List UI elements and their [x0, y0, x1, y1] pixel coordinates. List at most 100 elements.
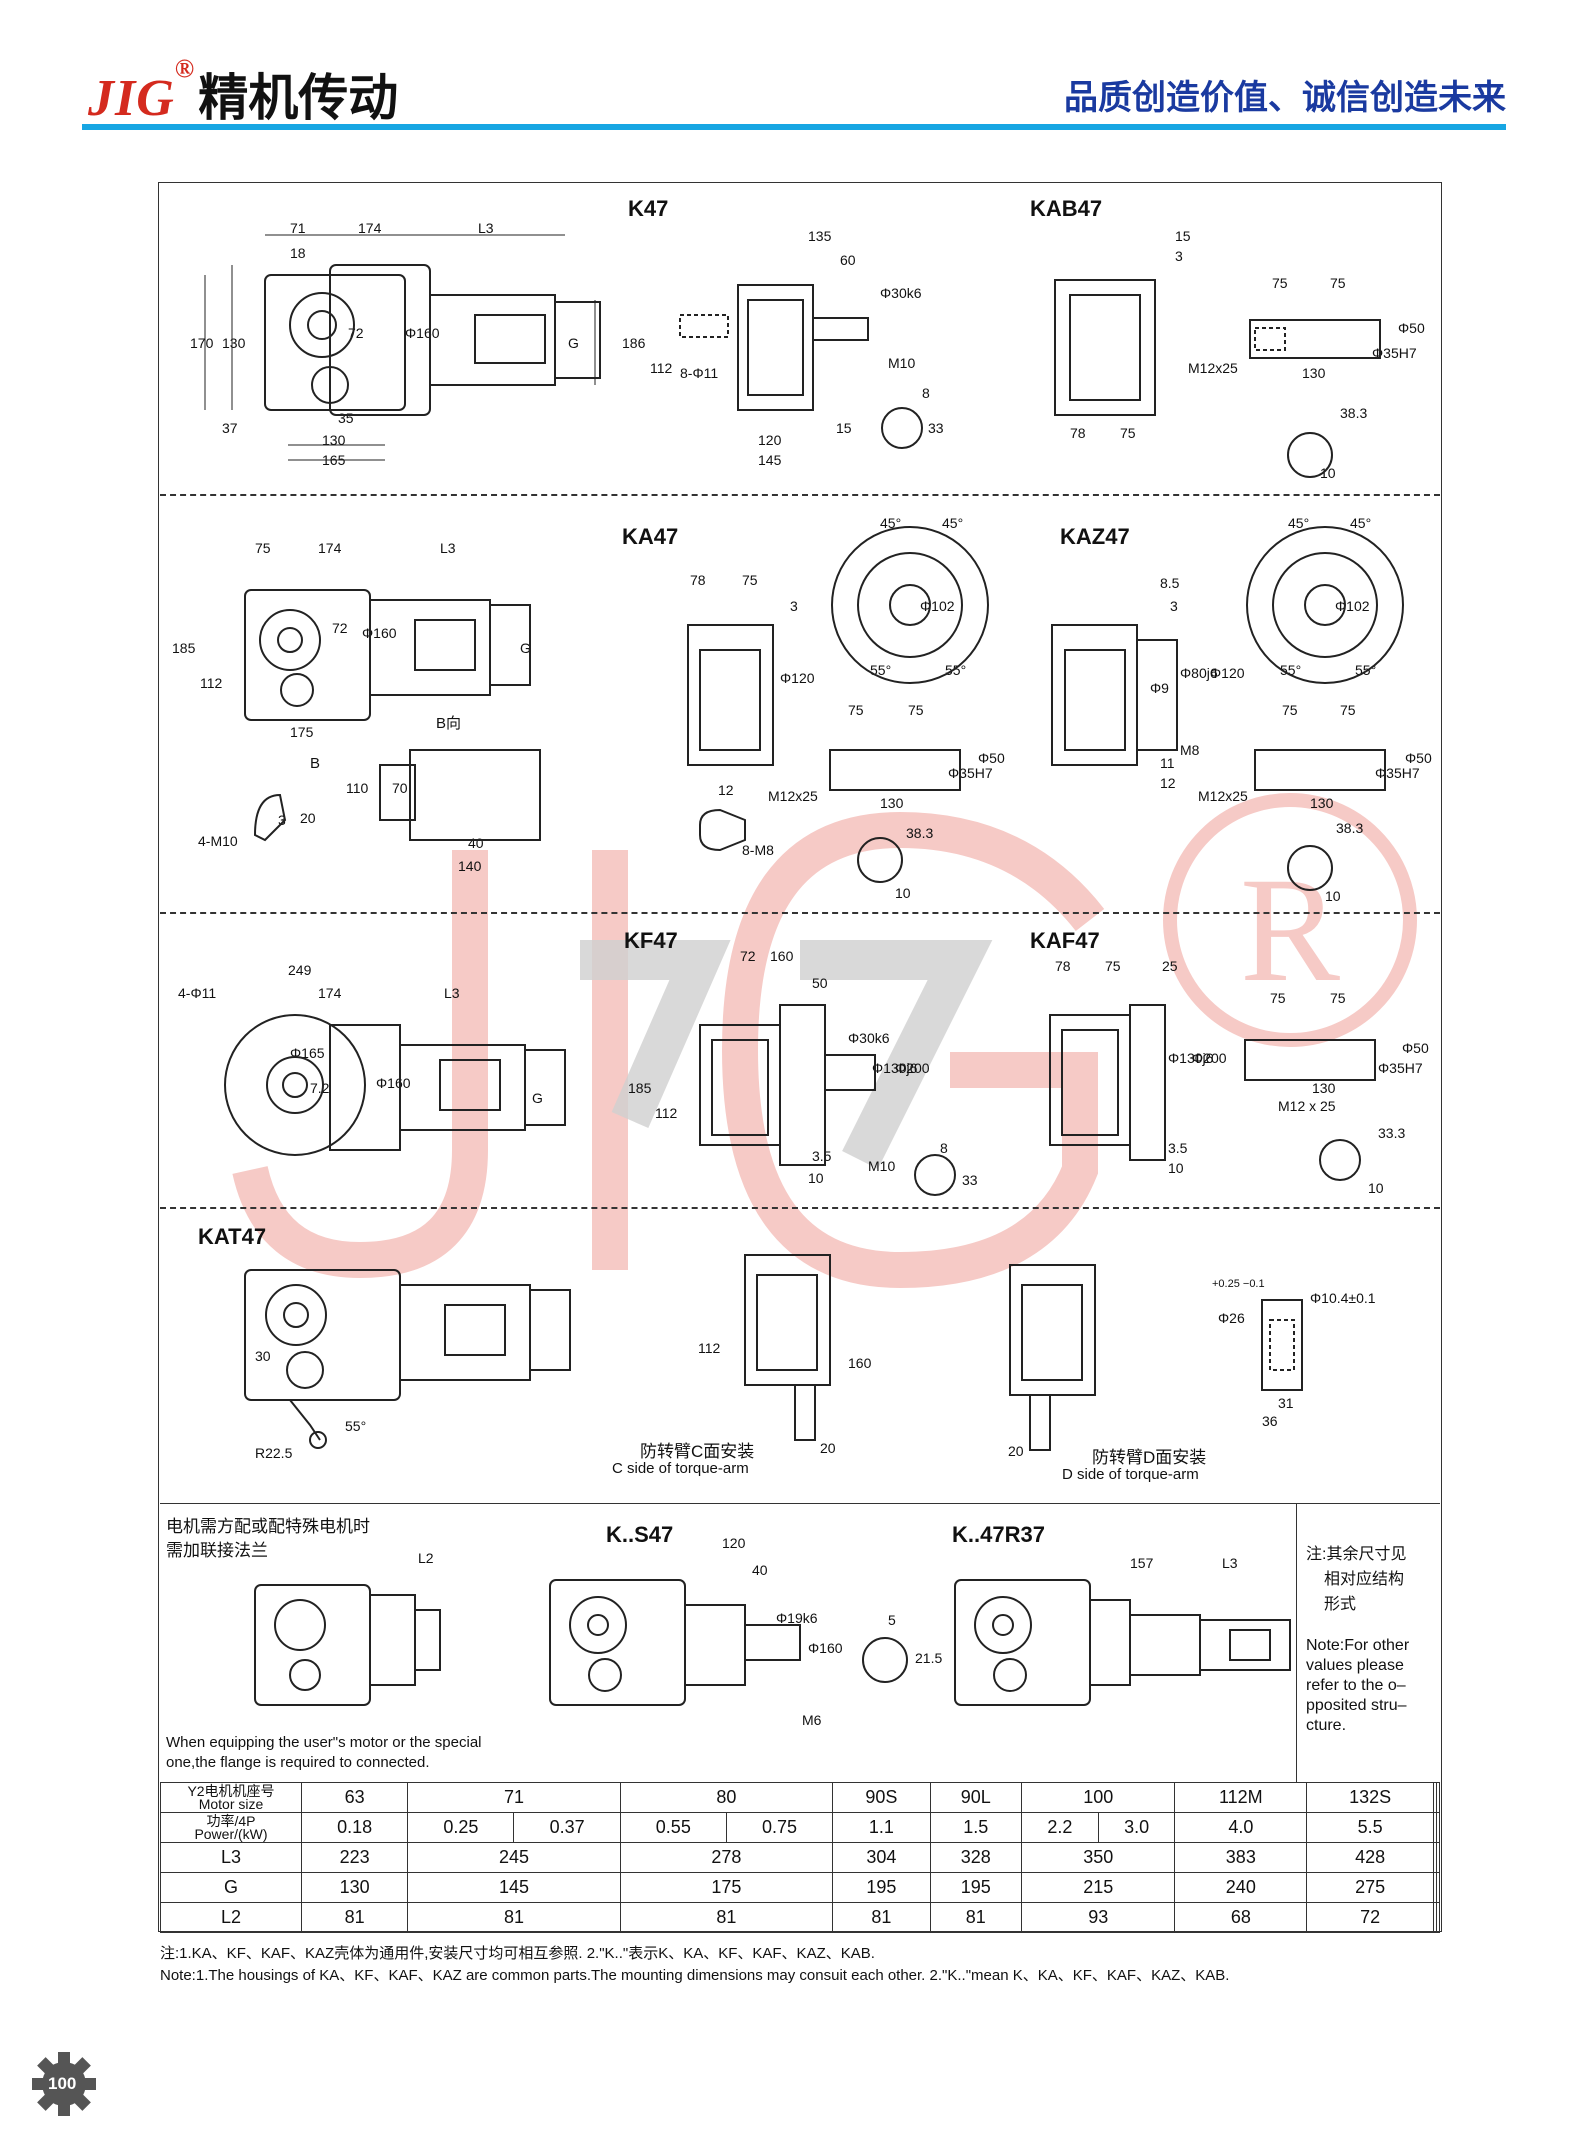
dim: 20	[820, 1440, 836, 1456]
dim: Φ50	[1402, 1040, 1429, 1056]
dim: 3.5	[1168, 1140, 1188, 1156]
dim: 75	[1330, 990, 1346, 1006]
dim: 55°	[345, 1418, 367, 1434]
motor-note-cn-1: 电机需方配或配特殊电机时	[166, 1517, 370, 1536]
dim: 112	[655, 1105, 678, 1121]
side-note-cn-line: 相对应结构	[1324, 1571, 1405, 1588]
dim: 112	[200, 675, 223, 691]
dim: L3	[1222, 1555, 1238, 1571]
table-row: L3 223 245 278 304 328 350 383 428	[160, 1842, 1440, 1873]
dim: 75	[1105, 958, 1121, 974]
ka47-front-view	[244, 589, 541, 842]
label-k47: K47	[628, 196, 669, 221]
torque-arm-c-cn: 防转臂C面安装	[640, 1442, 755, 1461]
table-cell: 0.55	[619, 1812, 727, 1843]
dim: 185	[172, 640, 196, 656]
dim: 8-M8	[742, 842, 774, 858]
watermark-47b	[800, 940, 993, 1169]
ka47-side-view	[687, 526, 989, 883]
row-header: L2	[160, 1902, 302, 1933]
section-divider	[160, 494, 1440, 496]
section-divider	[160, 912, 1440, 914]
table-cell: 130	[300, 1872, 409, 1903]
dim: 18	[290, 245, 306, 261]
note-divider	[1296, 1503, 1297, 1782]
dim: 175	[290, 724, 314, 740]
k47-dim-lines	[204, 234, 596, 461]
brand-cn: 精机传动	[198, 70, 399, 126]
table-cell: 195	[832, 1872, 931, 1903]
section-divider	[160, 1503, 1440, 1504]
dim: Φ19k6	[776, 1610, 818, 1626]
dim: 3	[1170, 598, 1178, 614]
dim: 71	[290, 220, 306, 236]
table-row: G 130 145 175 195 195 215 240 275	[160, 1872, 1440, 1903]
kaf47-view	[1049, 1004, 1376, 1181]
dim: Φ9	[1150, 680, 1169, 696]
dim: 8	[922, 385, 930, 401]
side-note-en-line: pposited stru–	[1306, 1697, 1407, 1714]
dim: 112	[698, 1340, 721, 1356]
dim: 75	[1270, 990, 1286, 1006]
side-note-cn: 注:其余尺寸见 相对应结构 形式	[1306, 1542, 1406, 1617]
side-note-cn-line: 注:其余尺寸见	[1306, 1546, 1407, 1563]
dim: 25	[1162, 958, 1178, 974]
dim: 33.3	[1378, 1125, 1406, 1141]
dim: 45°	[1350, 515, 1372, 531]
dim: M12x25	[1198, 788, 1248, 804]
dim: Φ200	[895, 1060, 930, 1076]
brand-jig: JIG	[88, 70, 175, 127]
label-kab47: KAB47	[1030, 196, 1103, 221]
dim: 160	[848, 1355, 872, 1371]
table-cell: 81	[929, 1902, 1023, 1933]
dim: L2	[418, 1550, 434, 1566]
dim: 55°	[1280, 662, 1302, 678]
table-cell: 68	[1174, 1902, 1308, 1933]
table-cell	[1436, 1902, 1440, 1933]
table-cell: 275	[1306, 1872, 1435, 1903]
dim: 130	[222, 335, 246, 351]
dim: 12	[1160, 775, 1176, 791]
table-cell: 93	[1021, 1902, 1176, 1933]
table-cell: 71	[407, 1782, 621, 1813]
ks47-view	[549, 1579, 908, 1706]
dim: 72	[740, 948, 756, 964]
dim: 140	[458, 858, 482, 874]
table-cell: 81	[619, 1902, 834, 1933]
dim: 5	[888, 1612, 896, 1628]
dim: 120	[722, 1535, 746, 1551]
kat47-front-view	[244, 1269, 571, 1449]
dim: 3	[278, 812, 286, 828]
dim: Φ50	[978, 750, 1005, 766]
k47-front-view	[264, 264, 601, 416]
dim: M6	[802, 1712, 822, 1728]
dim: 33	[962, 1172, 978, 1188]
table-row: L2 81 81 81 81 81 93 68 72	[160, 1902, 1440, 1933]
dim: Φ26	[1218, 1310, 1245, 1326]
dim: 10	[1325, 888, 1341, 904]
dim: 45°	[942, 515, 964, 531]
label-kat47: KAT47	[198, 1224, 267, 1249]
dim: 55°	[945, 662, 967, 678]
motor-note-en-2: one,the flange is required to connected.	[166, 1754, 430, 1771]
dim: 130	[322, 432, 346, 448]
label-kf47: KF47	[624, 928, 678, 953]
dim: 20	[300, 810, 316, 826]
side-note-en-line: Note:For other	[1306, 1637, 1410, 1654]
dim: 4-M10	[198, 833, 238, 849]
brand-reg: ®	[174, 54, 195, 83]
dim: Φ130j6	[1168, 1050, 1214, 1066]
dim: +0.25 −0.1	[1212, 1278, 1265, 1290]
dim: 75	[1330, 275, 1346, 291]
table-cell: 215	[1021, 1872, 1176, 1903]
watermark-47	[580, 940, 731, 1129]
table-cell: 304	[832, 1842, 931, 1873]
side-note-en-line: cture.	[1306, 1717, 1347, 1734]
row-header: L3	[160, 1842, 302, 1873]
dim: 20	[1008, 1443, 1024, 1459]
dim: 11	[1160, 755, 1175, 771]
dim: 40	[752, 1562, 768, 1578]
dim: 112	[650, 360, 673, 376]
